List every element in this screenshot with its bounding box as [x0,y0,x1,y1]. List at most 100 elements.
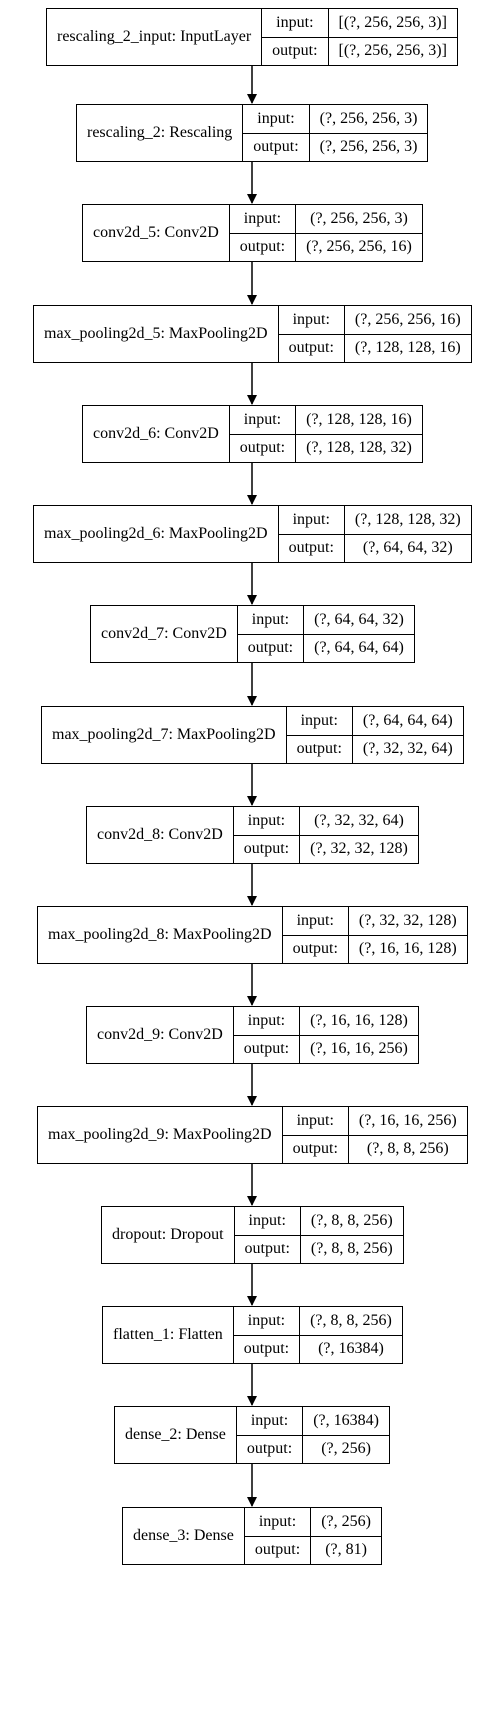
input-label: input: [282,1107,348,1136]
input-shape: (?, 256, 256, 3) [296,205,422,234]
input-shape: (?, 256, 256, 16) [344,306,471,335]
input-shape: (?, 8, 8, 256) [300,1307,402,1336]
layer-name: conv2d_7: Conv2D [91,606,238,662]
output-label: output: [253,138,299,156]
io-values: [(?, 256, 256, 3)] [(?, 256, 256, 3)] [328,9,457,65]
output-shape: (?, 16, 16, 256) [310,1040,408,1058]
output-label: output: [243,1340,290,1358]
input-shape: (?, 256, 256, 3) [309,105,428,134]
output-shape: (?, 32, 32, 128) [310,840,408,858]
layer-name: conv2d_8: Conv2D [87,807,234,863]
io-labels: input:output: [278,506,345,562]
output-label: output: [247,639,294,657]
output-shape: (?, 256, 256, 16) [306,238,412,256]
io-values: (?, 256)(?, 81) [311,1508,381,1564]
output-label: output: [243,840,290,858]
input-label: input: [243,105,309,134]
input-shape: (?, 8, 8, 256) [300,1207,403,1236]
io-values: (?, 8, 8, 256) (?, 16384) [300,1307,402,1363]
output-label: output: [239,238,286,256]
io-labels: input: output: [229,406,297,462]
io-values: (?, 256, 256, 3) (?, 256, 256, 3) [309,105,428,161]
io-labels: input: output: [233,1307,301,1363]
output-shape: (?, 128, 128, 16) [354,339,461,357]
layer-name: dropout: Dropout [102,1207,235,1263]
input-shape: (?, 32, 32, 64) [300,807,418,836]
output-shape: (?, 256) [321,1440,371,1458]
layer-name: conv2d_5: Conv2D [83,205,230,261]
input-shape: (?, 64, 64, 64) [352,707,463,736]
output-label: output: [239,439,286,457]
input-label: input: [233,1007,300,1036]
output-label: output: [292,1140,338,1158]
layer-name: dense_3: Dense [123,1508,245,1564]
layer-name: rescaling_2: Rescaling [77,105,244,161]
io-values: (?, 128, 128, 32)(?, 64, 64, 32) [344,506,471,562]
io-values: (?, 256, 256, 16) (?, 128, 128, 16) [344,306,471,362]
io-labels: input:output: [234,1207,301,1263]
layer-name: max_pooling2d_7: MaxPooling2D [42,707,287,763]
io-labels: input: output: [286,707,353,763]
input-label: input: [234,1207,300,1236]
output-label: output: [243,1040,290,1058]
io-values: (?, 32, 32, 128)(?, 16, 16, 128) [348,907,467,963]
input-shape: (?, 32, 32, 128) [348,907,467,936]
output-shape: [(?, 256, 256, 3)] [338,42,447,60]
io-values: (?, 16, 16, 256) (?, 8, 8, 256) [348,1107,467,1163]
output-label: output: [272,42,318,60]
output-label: output: [288,339,334,357]
input-label: input: [286,707,352,736]
output-shape: (?, 128, 128, 32) [306,439,412,457]
input-label: input: [237,606,304,635]
input-label: input: [236,1407,303,1436]
io-values: (?, 128, 128, 16)(?, 128, 128, 32) [296,406,422,462]
io-labels: input: output: [282,1107,349,1163]
output-shape: (?, 16384) [318,1340,384,1358]
input-label: input: [229,406,296,435]
input-label: input: [233,1307,300,1336]
output-label: output: [292,940,338,958]
io-labels: input: output: [237,606,305,662]
input-label: input: [278,306,344,335]
output-shape: (?, 64, 64, 32) [362,539,453,557]
input-label: input: [233,807,300,836]
input-shape: (?, 16384) [303,1407,389,1436]
io-values: (?, 64, 64, 32)(?, 64, 64, 64) [304,606,414,662]
input-shape: (?, 64, 64, 32) [304,606,414,635]
layer-name: max_pooling2d_6: MaxPooling2D [34,506,279,562]
io-labels: input:output: [282,907,349,963]
io-values: (?, 256, 256, 3) (?, 256, 256, 16) [296,205,422,261]
output-label: output: [296,740,342,758]
input-shape: (?, 16, 16, 256) [348,1107,467,1136]
layer-name: max_pooling2d_5: MaxPooling2D [34,306,279,362]
io-labels: input: output: [278,306,345,362]
io-values: (?, 16, 16, 128)(?, 16, 16, 256) [300,1007,418,1063]
input-shape: [(?, 256, 256, 3)] [328,9,457,38]
io-labels: input:output: [236,1407,304,1463]
layer-name: dense_2: Dense [115,1407,237,1463]
io-values: (?, 8, 8, 256)(?, 8, 8, 256) [300,1207,403,1263]
io-labels: input: output: [233,1007,301,1063]
io-values: (?, 32, 32, 64) (?, 32, 32, 128) [300,807,418,863]
input-label: input: [262,9,328,38]
io-labels: input: output: [233,807,301,863]
input-label: input: [278,506,344,535]
output-shape: (?, 8, 8, 256) [366,1140,449,1158]
output-shape: (?, 256, 256, 3) [319,138,418,156]
layer-name: max_pooling2d_9: MaxPooling2D [38,1107,283,1163]
layer-name: conv2d_6: Conv2D [83,406,230,462]
